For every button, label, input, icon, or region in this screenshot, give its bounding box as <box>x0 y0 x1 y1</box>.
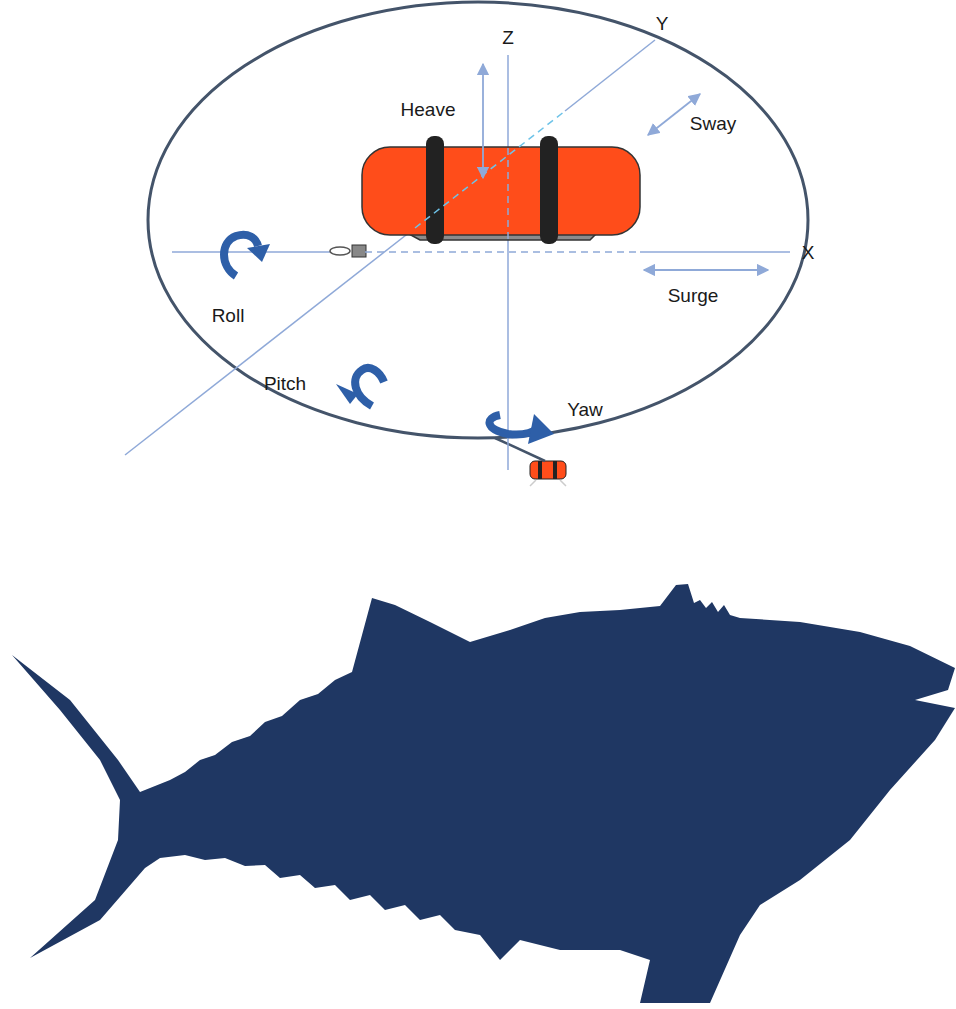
motion-label: Roll <box>212 306 245 327</box>
rotation-arrows <box>224 235 554 444</box>
motion-label: Sway <box>690 114 736 135</box>
zoom-leader <box>495 438 545 461</box>
motion-label: Pitch <box>264 374 306 395</box>
motion-label: Surge <box>668 286 719 307</box>
axis-label: Y <box>656 14 669 35</box>
tag-enlarged <box>330 136 640 257</box>
zoom-ellipse <box>148 2 808 438</box>
axis-label: X <box>802 243 815 264</box>
axis-label: Z <box>502 28 514 49</box>
motion-arrows <box>483 64 768 270</box>
motion-label: Yaw <box>567 400 603 421</box>
axes <box>125 40 790 470</box>
motion-label: Heave <box>401 100 456 121</box>
tag-on-fish <box>530 461 566 486</box>
dashed-axes <box>365 111 640 252</box>
tuna-silhouette <box>12 584 955 1003</box>
